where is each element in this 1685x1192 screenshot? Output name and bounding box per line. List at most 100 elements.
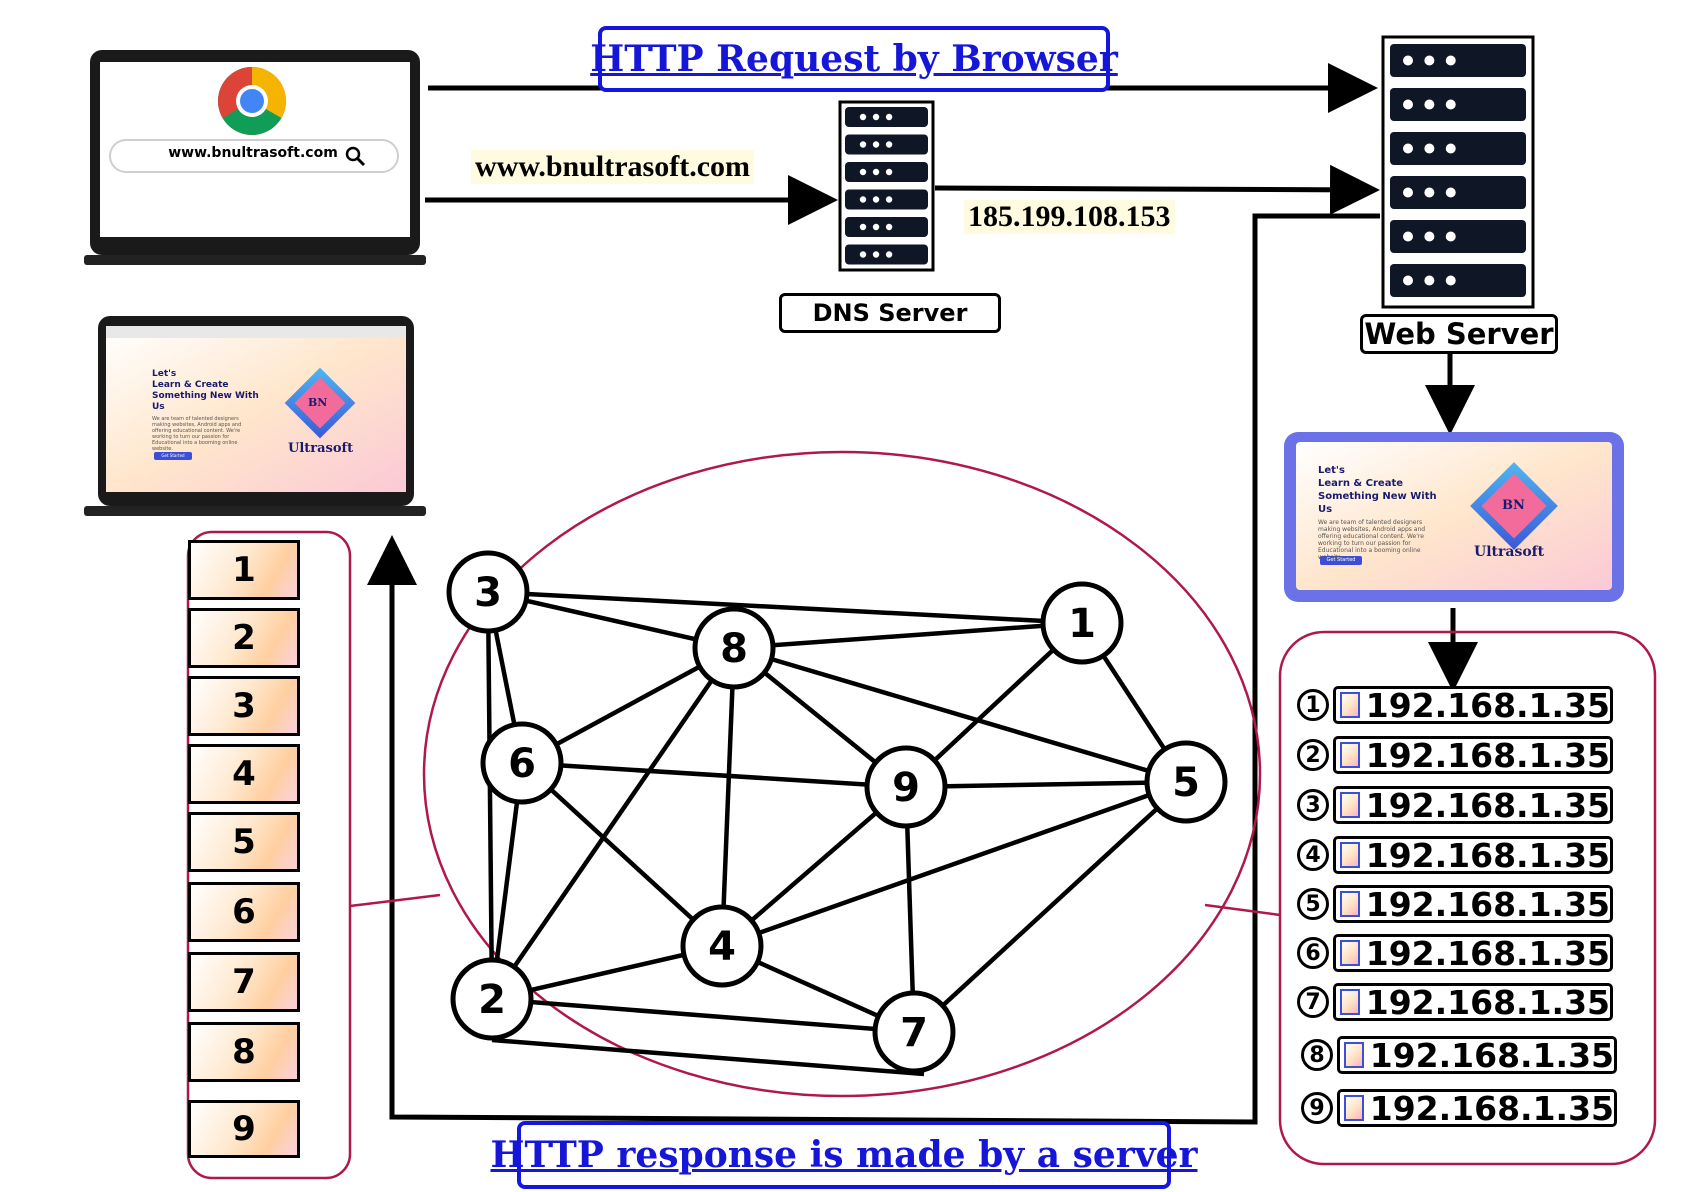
dns-server-led	[872, 223, 880, 231]
bn-logo-small	[154, 367, 356, 460]
packet-thumbnail	[1340, 940, 1360, 966]
packet-ip-address: 192.168.1.35	[1365, 933, 1610, 973]
network-node-label: 3	[474, 570, 502, 616]
web-server-led	[1445, 231, 1456, 242]
packet-thumbnail	[1340, 692, 1360, 718]
network-edge	[721, 779, 1187, 949]
chunk-thumbnail: 4	[188, 744, 300, 804]
http-request-title: HTTP Request by Browser	[590, 38, 1118, 80]
chunk-thumbnail: 9	[188, 1100, 300, 1158]
network-node	[864, 745, 948, 829]
laptop-logo-initials: BN	[308, 396, 328, 409]
packet-number: 4	[1297, 839, 1329, 871]
packet-thumbnail	[1340, 891, 1360, 917]
chunk-number: 7	[232, 962, 256, 1002]
web-server-unit	[1390, 220, 1526, 253]
chunk-number: 3	[232, 686, 256, 726]
network-edge	[487, 589, 735, 651]
packet-ip-address: 192.168.1.35	[1369, 1088, 1614, 1128]
preview-headline-4: Us	[1318, 504, 1333, 515]
dns-server-led	[872, 113, 880, 121]
network-edge	[490, 646, 736, 1001]
preview-get-started-button[interactable]: Get Started	[1326, 557, 1356, 563]
packet-ip-address: 192.168.1.35	[1365, 685, 1610, 725]
network-edge	[491, 1037, 925, 1077]
web-server-icon	[1381, 35, 1535, 309]
web-server-led	[1424, 231, 1435, 242]
packet-row: 6 192.168.1.35	[1297, 933, 1613, 973]
dns-server-icon	[838, 100, 935, 272]
web-server-led	[1403, 143, 1413, 154]
web-server-unit	[1390, 132, 1526, 165]
preview-logo-name: Ultrasoft	[1474, 544, 1545, 560]
network-node	[446, 550, 530, 634]
web-server-label: Web Server	[1360, 314, 1558, 354]
dns-server-led	[859, 251, 867, 258]
network-node-label: 5	[1172, 760, 1200, 806]
packet-ip-address: 192.168.1.35	[1365, 835, 1610, 875]
dns-server-led	[859, 141, 867, 148]
http-request-title-box: HTTP Request by Browser	[590, 26, 1118, 92]
chunk-number: 8	[232, 1032, 256, 1072]
network-node-label: 9	[892, 765, 920, 811]
dns-server-led	[885, 168, 893, 176]
laptop-site-headline: Let's Learn & Create Something New With …	[152, 369, 282, 452]
dns-server-led	[872, 141, 880, 148]
dns-server-led	[859, 168, 867, 176]
laptop-get-started-button[interactable]: Get Started	[161, 453, 185, 458]
dns-server-led	[859, 113, 867, 121]
dns-server-led	[885, 113, 893, 121]
packet-thumbnail	[1344, 1042, 1364, 1068]
packet-box: 192.168.1.35	[1333, 835, 1613, 875]
laptop-logo-name: Ultrasoft	[288, 441, 354, 456]
network-edge	[491, 996, 915, 1035]
dns-server-led	[872, 196, 880, 203]
packet-ip-address: 192.168.1.35	[1369, 1035, 1614, 1075]
laptop-headline-2: Learn & Create	[152, 380, 229, 390]
packet-thumbnail	[1340, 842, 1360, 868]
laptop-headline-3: Something New With	[152, 391, 259, 401]
web-server-led	[1403, 275, 1413, 286]
result-laptop	[84, 316, 426, 516]
web-server-led	[1403, 55, 1413, 66]
preview-site-headline: Let's Learn & Create Something New With …	[1318, 464, 1468, 561]
packet-box: 192.168.1.35	[1333, 685, 1613, 725]
preview-headline-2: Learn & Create	[1318, 478, 1403, 489]
chrome-icon	[218, 67, 286, 135]
browser-url-text[interactable]: www.bnultrasoft.com	[168, 145, 338, 161]
packet-row: 4 192.168.1.35	[1297, 835, 1613, 875]
chunk-thumbnail: 1	[188, 540, 300, 600]
chunk-thumbnail: 5	[188, 812, 300, 872]
web-server-led	[1424, 99, 1435, 110]
chunk-thumbnail: 3	[188, 676, 300, 736]
packet-ip-address: 192.168.1.35	[1365, 735, 1610, 775]
web-server-led	[1445, 99, 1456, 110]
dns-ip-label: 185.199.108.153	[964, 200, 1175, 234]
web-server-led	[1445, 275, 1456, 286]
web-server-led	[1403, 99, 1413, 110]
dns-server-led	[872, 251, 880, 258]
laptop-headline-1: Let's	[152, 369, 177, 379]
web-server-led	[1424, 275, 1435, 286]
dns-server-led	[872, 168, 880, 176]
web-server-unit	[1390, 264, 1526, 297]
laptop-headline-4: Us	[152, 402, 165, 412]
chunk-number: 4	[232, 754, 256, 794]
network-node	[680, 904, 764, 988]
dns-server-led	[885, 141, 893, 148]
dns-server-label: DNS Server	[779, 293, 1001, 333]
dns-server-led	[885, 223, 893, 231]
network-edge	[912, 780, 1188, 1034]
chunk-thumbnail: 7	[188, 952, 300, 1012]
network-edge	[905, 779, 1187, 790]
packet-number: 7	[1297, 986, 1329, 1018]
packet-number: 6	[1297, 937, 1329, 969]
web-server-led	[1424, 143, 1435, 154]
web-server-led	[1403, 187, 1413, 198]
network-edge	[521, 760, 907, 790]
